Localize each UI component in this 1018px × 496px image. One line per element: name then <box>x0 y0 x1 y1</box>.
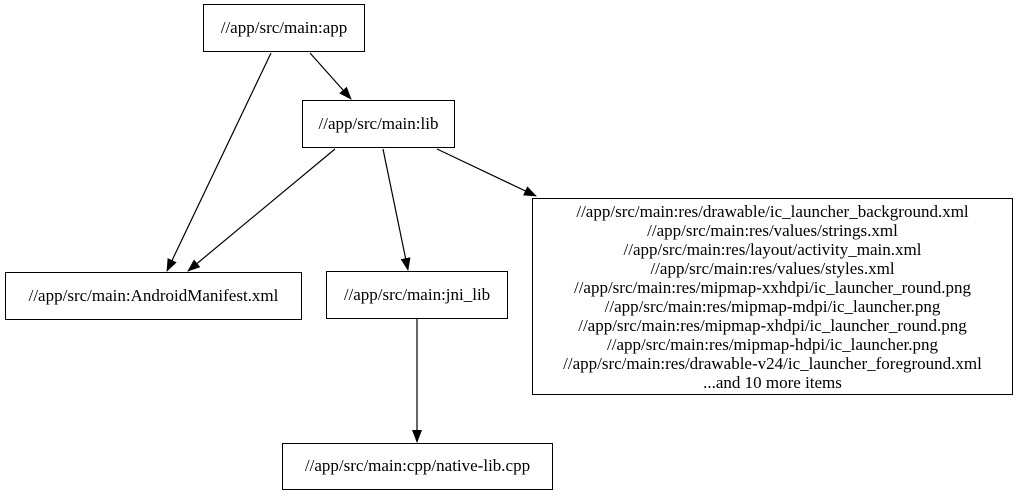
node-jni-lib-label: //app/src/main:jni_lib <box>343 284 491 304</box>
res-file-item: //app/src/main:res/mipmap-xxhdpi/ic_laun… <box>573 277 972 297</box>
res-file-item: //app/src/main:res/mipmap-xhdpi/ic_launc… <box>578 315 967 335</box>
res-file-item: //app/src/main:res/values/strings.xml <box>647 220 898 240</box>
res-file-item: //app/src/main:res/drawable-v24/ic_launc… <box>563 353 982 373</box>
node-app-label: //app/src/main:app <box>220 17 348 37</box>
edge-lib-to-res-group <box>436 148 537 197</box>
node-android-manifest-label: //app/src/main:AndroidManifest.xml <box>28 285 279 305</box>
node-app: //app/src/main:app <box>203 4 365 52</box>
node-native-lib-cpp-label: //app/src/main:cpp/native-lib.cpp <box>304 456 531 476</box>
node-lib: //app/src/main:lib <box>302 100 455 148</box>
node-res-files-group: //app/src/main:res/drawable/ic_launcher_… <box>532 198 1013 395</box>
res-more-items: ...and 10 more items <box>703 372 842 392</box>
node-jni-lib: //app/src/main:jni_lib <box>326 271 508 319</box>
res-file-item: //app/src/main:res/layout/activity_main.… <box>623 239 922 259</box>
node-native-lib-cpp: //app/src/main:cpp/native-lib.cpp <box>282 443 553 490</box>
edge-lib-to-manifest <box>187 148 336 272</box>
res-file-item: //app/src/main:res/values/styles.xml <box>650 258 895 278</box>
edge-app-to-lib <box>309 52 352 100</box>
res-file-item: //app/src/main:res/mipmap-hdpi/ic_launch… <box>607 334 938 354</box>
edge-app-to-manifest <box>166 52 272 272</box>
edge-lib-to-jni-lib <box>382 148 411 271</box>
res-file-item: //app/src/main:res/mipmap-mdpi/ic_launch… <box>604 296 941 316</box>
res-file-item: //app/src/main:res/drawable/ic_launcher_… <box>576 201 969 221</box>
node-lib-label: //app/src/main:lib <box>318 113 439 133</box>
node-android-manifest: //app/src/main:AndroidManifest.xml <box>5 272 302 320</box>
